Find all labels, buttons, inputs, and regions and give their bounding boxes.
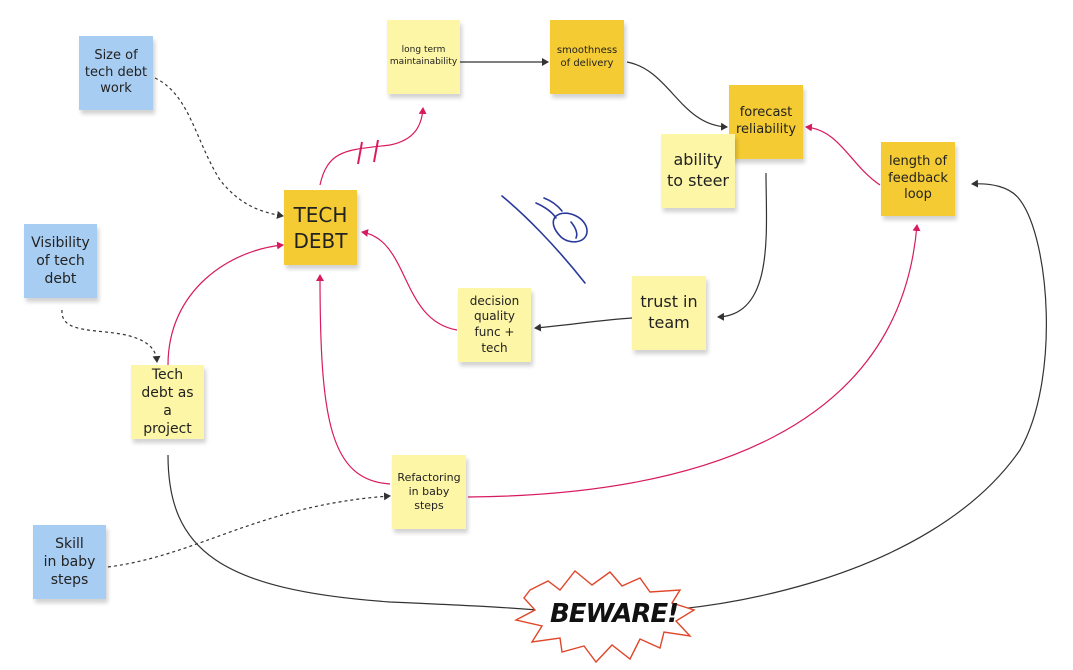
note-ability-to-steer[interactable]: ability to steer (661, 134, 735, 208)
connector-decision-to-techdebt (361, 229, 458, 331)
connector-forecast-to-trust (717, 172, 768, 321)
connector-project-to-techdebt (167, 241, 284, 366)
connector-project-via-beware-to-feedback (167, 179, 1047, 614)
connector-refactoring-to-feedback (467, 224, 921, 498)
beware-starburst: BEWARE! (514, 570, 696, 664)
note-decision-quality[interactable]: decision quality func + tech (458, 288, 531, 362)
note-skill-in-baby-steps[interactable]: Skill in baby steps (33, 525, 106, 599)
note-size-of-tech-debt-work[interactable]: Size of tech debt work (79, 36, 153, 110)
connector-feedback-to-forecast (805, 123, 881, 186)
note-tech-debt[interactable]: TECH DEBT (284, 190, 357, 265)
connector-trust-to-decision (534, 317, 633, 332)
note-long-term-maintainability[interactable]: long term maintainability (387, 20, 460, 94)
beware-label: BEWARE! (550, 599, 678, 629)
falling-meteor-doodle (501, 195, 588, 284)
note-refactoring-in-baby-steps[interactable]: Refactoring in baby steps (392, 455, 466, 529)
note-smoothness-of-delivery[interactable]: smoothness of delivery (550, 20, 624, 94)
delay-mark-1 (357, 141, 363, 165)
connector-refactoring-to-techdebt (316, 274, 391, 485)
note-length-of-feedback-loop[interactable]: length of feedback loop (881, 142, 955, 216)
note-forecast-reliability[interactable]: forecast reliability (729, 85, 803, 159)
connector-skill-to-refactoring (107, 492, 391, 568)
note-tech-debt-as-a-project[interactable]: Tech debt as a project (131, 365, 204, 439)
connector-techdebt-to-maintainability (319, 107, 427, 186)
connector-visibility-to-project (61, 309, 161, 363)
delay-mark-2 (373, 139, 379, 163)
note-trust-in-team[interactable]: trust in team (632, 276, 706, 350)
note-visibility-of-tech-debt[interactable]: Visibility of tech debt (24, 224, 97, 298)
connector-smoothness-to-forecast (626, 61, 728, 131)
connector-size-to-techdebt (154, 77, 284, 219)
